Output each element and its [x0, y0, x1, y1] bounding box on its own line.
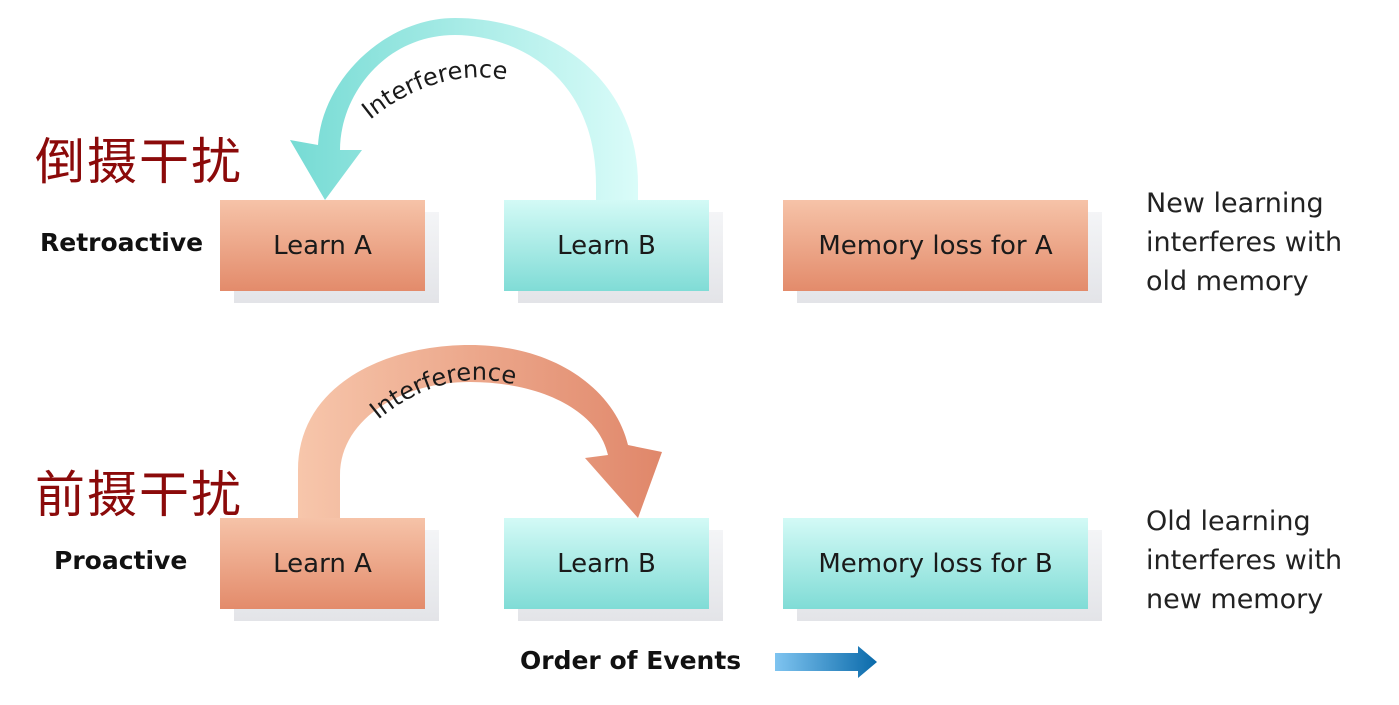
retroactive-chinese-title: 倒摄干扰 [35, 133, 243, 191]
description-line: old memory [1146, 266, 1309, 297]
proactive-learn-a-box: Learn A [220, 518, 425, 609]
box-label: Learn B [557, 548, 656, 579]
proactive-description: Old learning interferes with new memory [1146, 502, 1342, 619]
description-line: interferes with [1146, 545, 1343, 576]
description-line: new memory [1146, 584, 1324, 615]
box-label: Learn B [557, 230, 656, 261]
retroactive-arrow-shape [290, 18, 638, 200]
proactive-chinese-title: 前摄干扰 [35, 466, 243, 524]
proactive-learn-b-box: Learn B [504, 518, 709, 609]
retroactive-label: Retroactive [40, 228, 204, 257]
order-of-events-label: Order of Events [520, 646, 742, 675]
retroactive-arrow-label: Interference [357, 55, 510, 125]
retroactive-interference-arrow: Interference [290, 18, 638, 200]
retroactive-description: New learning interferes with old memory [1146, 184, 1342, 301]
proactive-arrow-shape [298, 345, 662, 518]
box-label: Memory loss for B [818, 548, 1053, 579]
box-label: Learn A [273, 548, 372, 579]
description-line: New learning [1146, 188, 1324, 219]
proactive-label: Proactive [54, 546, 188, 575]
retroactive-learn-a-box: Learn A [220, 200, 425, 291]
description-line: Old learning [1146, 506, 1311, 537]
box-label: Memory loss for A [818, 230, 1053, 261]
box-label: Learn A [273, 230, 372, 261]
proactive-interference-arrow: Interference [298, 345, 662, 518]
order-of-events-arrow-icon [775, 646, 877, 678]
proactive-memory-loss-box: Memory loss for B [783, 518, 1088, 609]
retroactive-memory-loss-box: Memory loss for A [783, 200, 1088, 291]
description-line: interferes with [1146, 227, 1343, 258]
retroactive-learn-b-box: Learn B [504, 200, 709, 291]
